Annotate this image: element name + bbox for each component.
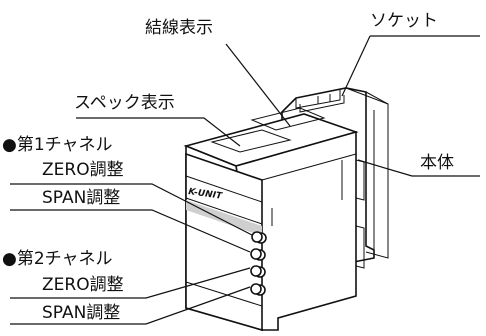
- label-body: 本体: [420, 153, 454, 173]
- brand-logo: K-UNIT: [188, 187, 224, 202]
- label-ch2-span: SPAN調整: [42, 303, 120, 323]
- label-ch1-zero: ZERO調整: [42, 160, 124, 180]
- label-ch1-title: ●第1チャネル: [2, 135, 112, 155]
- label-ch2-title: ●第2チャネル: [2, 249, 112, 269]
- ch1-zero-knob: [251, 231, 267, 244]
- leader-lines: [10, 35, 480, 325]
- ch1-span-knob: [250, 248, 266, 261]
- label-wiring-display: 結線表示: [145, 18, 213, 38]
- ch2-zero-knob: [250, 265, 266, 278]
- brand-band: [186, 200, 262, 236]
- spec-label-plate: [210, 129, 292, 153]
- label-ch1-span: SPAN調整: [42, 188, 120, 208]
- wiring-label-plate: [250, 107, 326, 131]
- label-ch2-zero: ZERO調整: [42, 275, 124, 295]
- label-socket: ソケット: [370, 11, 438, 31]
- main-unit: [183, 107, 365, 332]
- ch2-span-knob: [250, 283, 266, 296]
- label-spec-display: スペック表示: [74, 93, 175, 113]
